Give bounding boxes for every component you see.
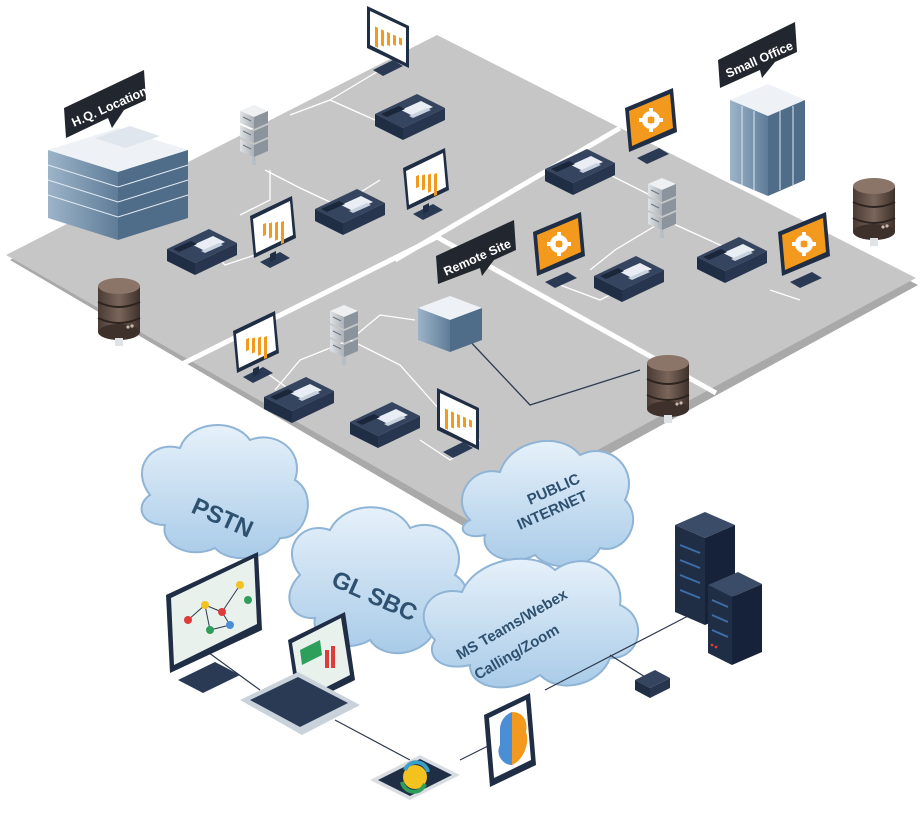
small-office-building-icon [730,84,805,196]
network-switch-icon [635,670,670,698]
hq-location-callout: H.Q. Location [64,70,149,138]
smartphone-icon [370,755,460,800]
database-icon [97,277,141,347]
database-icon [646,354,690,424]
tablet-brain-icon [484,693,536,787]
laptop-icon [240,612,360,735]
ms-teams-webex-zoom-cloud: MS Teams/Webex Calling/Zoom [422,557,639,689]
server-rack-icon [675,512,762,665]
small-office-callout: Small Office [718,22,797,88]
pstn-cloud: PSTN [140,424,309,560]
network-graph-monitor-icon [166,552,262,693]
remote-site-building-icon [418,296,482,352]
public-internet-cloud: PUBLIC INTERNET [460,439,635,568]
database-icon [852,177,896,247]
hq-building-icon [47,126,189,240]
